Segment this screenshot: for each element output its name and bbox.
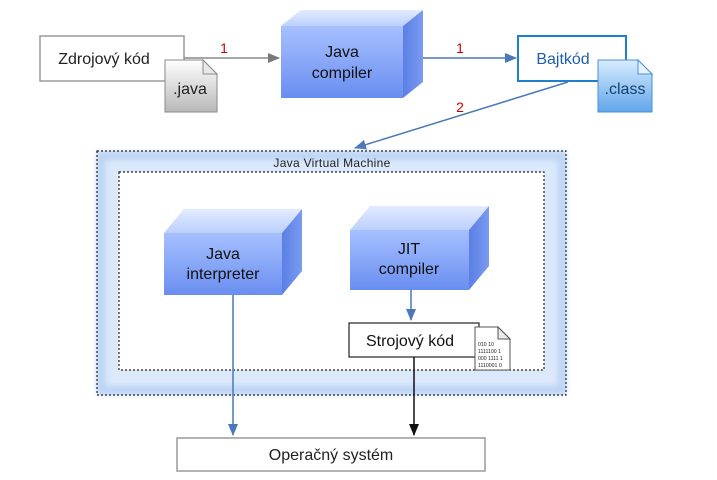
java-interpreter-cube: Java interpreter	[164, 209, 302, 295]
class-file-icon: .class	[597, 58, 654, 113]
arrow-compiler-to-bytecode: 1	[423, 40, 517, 63]
arrow-bytecode-to-jvm: 2	[354, 81, 569, 150]
interpreter-label-line1: Java	[206, 246, 240, 263]
compiler-label-line2: compiler	[312, 65, 373, 82]
compiler-label-line1: Java	[325, 44, 359, 61]
bytecode-node: Bajtkód	[517, 35, 627, 82]
jvm-title: Java Virtual Machine	[273, 156, 390, 170]
arrow-number-2: 2	[456, 99, 464, 115]
jit-label-line2: compiler	[379, 261, 440, 278]
java-compiler-cube: Java compiler	[281, 10, 423, 98]
jit-compiler-cube: JIT compiler	[350, 206, 489, 290]
interpreter-label-line2: interpreter	[187, 266, 261, 283]
binary-line-3: 000 1111 1	[478, 356, 503, 362]
binary-file-icon: 010 10 1111100 1 000 1111 1 1110001 0	[474, 325, 512, 371]
source-code-node: Zdrojový kód	[39, 35, 185, 82]
arrow-source-to-compiler: 1	[184, 40, 280, 63]
bytecode-label: Bajtkód	[536, 51, 589, 68]
binary-line-4: 1110001 0	[478, 363, 502, 369]
source-code-label: Zdrojový kód	[58, 51, 150, 68]
operating-system-label: Operačný systém	[269, 447, 393, 464]
jit-label-line1: JIT	[398, 241, 420, 258]
arrow-number-1a: 1	[220, 40, 228, 56]
class-file-label: .class	[605, 81, 646, 98]
machine-code-node: Strojový kód	[348, 322, 480, 358]
java-file-icon: .java	[164, 58, 219, 113]
arrow-number-1b: 1	[456, 40, 464, 56]
java-file-label: .java	[173, 81, 207, 98]
operating-system-node: Operačný systém	[176, 437, 486, 472]
binary-line-2: 1111100 1	[478, 349, 501, 355]
binary-line-1: 010 10	[478, 342, 494, 348]
machine-code-label: Strojový kód	[366, 333, 454, 350]
